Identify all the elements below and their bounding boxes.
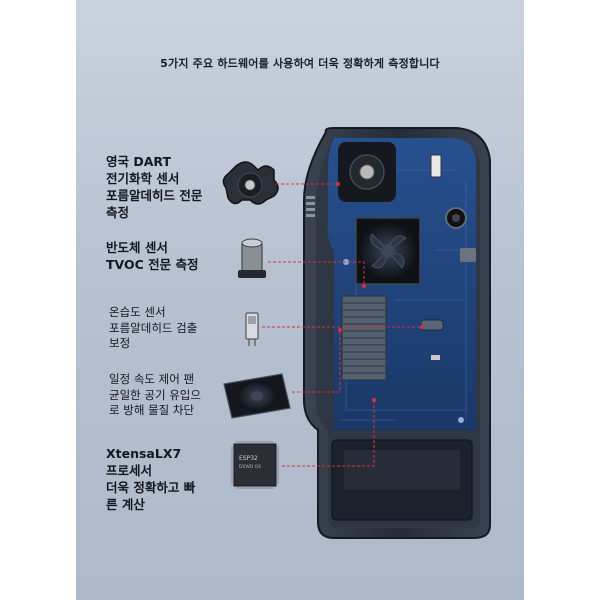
dart-sensor-part [222, 161, 279, 205]
chip-marking-2: D0WD Q6 [239, 464, 261, 470]
board-heatsink [341, 295, 387, 381]
fan-part [223, 373, 291, 419]
device-illustration: ESP32 D0WD Q6 [222, 127, 491, 539]
humidity-sensor-part [245, 312, 259, 346]
board-fan [355, 217, 421, 285]
chip-marking: ESP32 [239, 455, 258, 462]
tvoc-sensor-part [238, 238, 266, 278]
feature-label-tvoc-sensor: 반도체 센서 TVOC 전문 측정 [106, 240, 199, 272]
callout-lines [262, 183, 422, 467]
device-lower-panel [331, 439, 473, 521]
feature-label-humidity-sensor: 온습도 센서 포름알데히드 검출 보정 [109, 305, 198, 350]
board-dart-sensor [338, 142, 396, 202]
feature-label-dart-sensor: 영국 DART 전기화학 센서 포름알데히드 전문 측정 [106, 154, 203, 220]
processor-chip-part: ESP32 D0WD Q6 [231, 441, 279, 489]
headline: 5가지 주요 하드웨어를 사용하여 더욱 정확하게 측정합니다 [160, 57, 440, 70]
product-infographic: 5가지 주요 하드웨어를 사용하여 더욱 정확하게 측정합니다 영국 DART … [76, 0, 524, 600]
feature-label-processor: XtensaLX7 프로세서 더욱 정확하고 빠 른 계산 [106, 446, 196, 512]
feature-label-fan: 일정 속도 제어 팬 균일한 공기 유입으 로 방해 물질 차단 [109, 372, 201, 417]
side-vents [306, 196, 315, 217]
